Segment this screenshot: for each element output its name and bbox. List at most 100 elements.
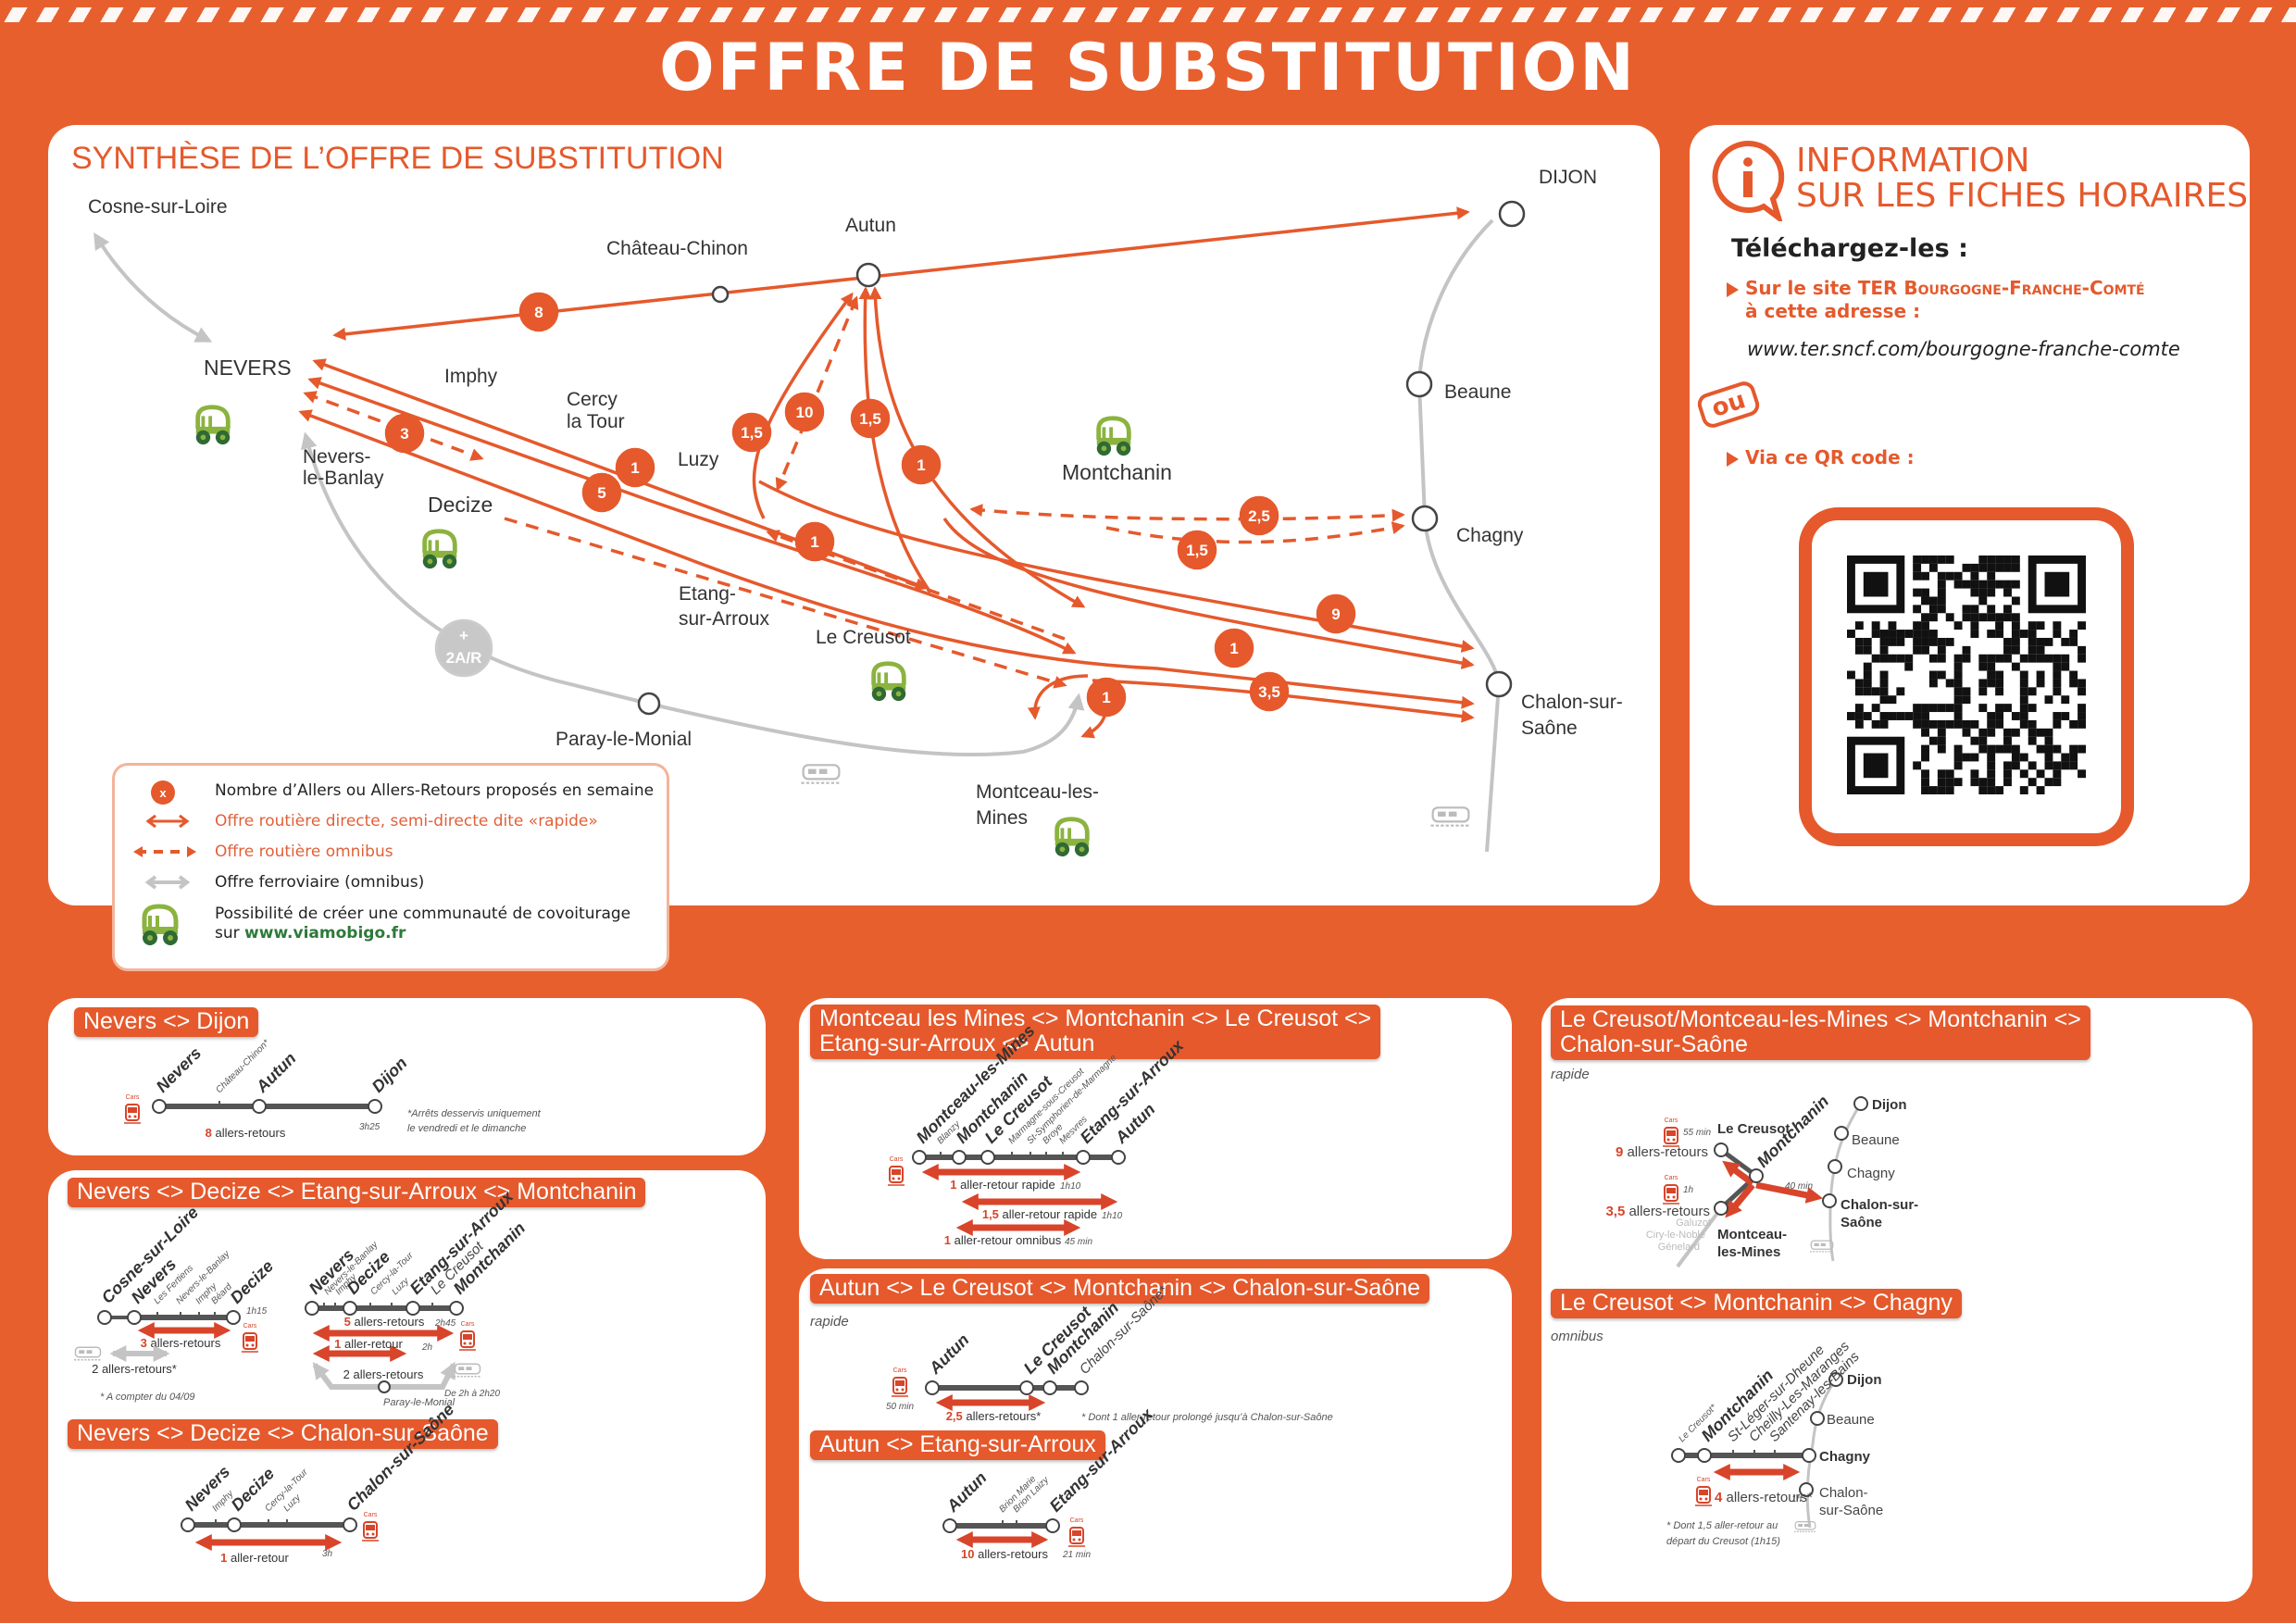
count-badge-value: 1 [917, 456, 925, 474]
route-title-line: Chalon-sur-Saône [1560, 1031, 1748, 1057]
station-stop [252, 1099, 267, 1114]
rail-extra-badge [434, 618, 493, 678]
rail-line [1805, 1379, 1838, 1529]
map-label-creusot: Le Creusot [816, 627, 911, 648]
station-stop [449, 1301, 464, 1316]
footnote: * Dont 1 aller-retour prolongé jusqu’à C… [1081, 1412, 1333, 1423]
station-chagny [1411, 505, 1439, 532]
bus-icon [891, 1377, 909, 1397]
map-label-nevers-banlay: Nevers- [303, 446, 371, 468]
map-label-cercy: Cercy [567, 389, 618, 410]
info-panel: INFORMATION SUR LES FICHES HORAIRES Télé… [1690, 125, 2250, 905]
bus-icon [1662, 1184, 1680, 1205]
map-label-chateau-chinon: Château-Chinon [606, 238, 748, 259]
station-stop [1045, 1518, 1060, 1533]
station-stop [1076, 1150, 1091, 1165]
covoiturage-icon [196, 407, 230, 444]
bus-icon [361, 1521, 380, 1542]
duration: 40 min [1785, 1181, 1813, 1192]
count-badge-value: 2,5 [1248, 507, 1270, 525]
count-badge-value: 1 [630, 459, 639, 477]
route-nevers-dijon [332, 206, 1470, 341]
train-icon [1430, 806, 1471, 827]
double-arrow-dashed-icon [133, 846, 196, 857]
station-stop [181, 1517, 195, 1532]
count-badge [1316, 593, 1356, 634]
route-creusot-autun [858, 286, 932, 593]
map-label-nevers: NEVERS [204, 356, 292, 380]
count-badge-value: 9 [1331, 606, 1340, 623]
count-badge [615, 447, 655, 488]
station-stop [942, 1518, 957, 1533]
info-title: INFORMATION SUR LES FICHES HORAIRES [1796, 144, 2248, 214]
station-chateau-chinon [711, 285, 730, 304]
count-value: 5 [344, 1315, 351, 1329]
route-title-line: Le Creusot/Montceau-les-Mines <> Montcha… [1560, 1006, 2081, 1032]
station-stop [952, 1150, 967, 1165]
bus-label: Cars [1665, 1117, 1678, 1124]
duration: 55 min [1683, 1128, 1711, 1138]
map-label-luzy: Luzy [678, 449, 719, 470]
count-value: 1 [220, 1551, 227, 1565]
count-value: 10 [961, 1547, 974, 1561]
route-montchanin-chagny-omnibus [1105, 521, 1405, 544]
double-arrow-rail-icon [144, 875, 191, 890]
map-label-cercy: la Tour [567, 411, 625, 432]
ter-url-link[interactable]: www.ter.sncf.com/bourgogne-franche-comte [1747, 338, 2180, 360]
count-text: 1 aller-retour [334, 1337, 403, 1351]
count-label: aller-retour [227, 1551, 289, 1565]
top-dashed-border [0, 7, 2296, 22]
viamobigo-link[interactable]: www.viamobigo.fr [244, 924, 406, 943]
train-icon [74, 1346, 102, 1361]
covoiturage-icon [423, 531, 456, 568]
bus-icon [123, 1104, 142, 1124]
site-region: Bourgogne-Franche-Comté [1903, 277, 2145, 299]
map-label-chalon: Chalon-sur- [1521, 692, 1623, 713]
route-title-montceau-autun: Montceau les Mines <> Montchanin <> Le C… [810, 1005, 1381, 1059]
bus-label: Cars [890, 1156, 904, 1163]
qr-code[interactable] [1847, 556, 2086, 794]
station-label: Chagny [1847, 1166, 1895, 1181]
station-beaune [1405, 370, 1433, 398]
station-stop [1074, 1380, 1089, 1395]
double-arrow-solid-icon [145, 814, 190, 829]
count-badge-value: 3,5 [1258, 683, 1280, 701]
footnote: *Arrêts desservis uniquement [407, 1108, 542, 1119]
map-label-dijon: DIJON [1539, 167, 1597, 188]
count-badge-value: 1 [1102, 689, 1110, 706]
station-stop [912, 1150, 927, 1165]
route-title-nevers-decize-etang-montchanin: Nevers <> Decize <> Etang-sur-Arroux <> … [68, 1178, 646, 1207]
legend-badge-symbol: x [159, 786, 167, 800]
station-stop [1853, 1096, 1868, 1111]
train-count-text: 2 allers-retours [343, 1367, 424, 1381]
info-title-line-2: SUR LES FICHES HORAIRES [1796, 177, 2249, 215]
station-stop [97, 1310, 112, 1325]
duration: 1h10 [1060, 1181, 1081, 1192]
map-label-decize: Decize [428, 493, 493, 517]
count-badge [901, 444, 942, 485]
station-label: Chagny [1819, 1449, 1871, 1465]
duration: 21 min [1062, 1550, 1091, 1560]
station-stop [343, 1517, 357, 1532]
station-label: Montceau- [1717, 1227, 1787, 1242]
station-stop [1810, 1411, 1825, 1426]
bullet-arrow-icon [1727, 452, 1739, 467]
site-text: Sur le site TER Bourgogne-Franche-Comté … [1745, 277, 2145, 323]
station-label: Dijon [368, 1054, 411, 1096]
station-stop [226, 1310, 241, 1325]
covoiturage-icon [137, 901, 183, 947]
train-icon [801, 764, 842, 784]
station-label: Chalon-sur- [1841, 1197, 1918, 1213]
bus-label: Cars [364, 1512, 378, 1518]
station-paray [378, 1380, 391, 1393]
station-label: Beaune [1827, 1412, 1875, 1428]
station-stop [1019, 1380, 1034, 1395]
count-value: 3 [141, 1336, 147, 1350]
bus-label: Cars [461, 1321, 475, 1328]
count-badge [731, 412, 772, 453]
route-creusot-chagny-omnibus [969, 504, 1405, 522]
minor-station: Galuzot [1676, 1217, 1711, 1229]
footnote: départ du Creusot (1h15) [1666, 1536, 1780, 1547]
count-badge-value: 1,5 [1186, 542, 1208, 559]
route-autun-etang-omnibus [775, 295, 859, 492]
